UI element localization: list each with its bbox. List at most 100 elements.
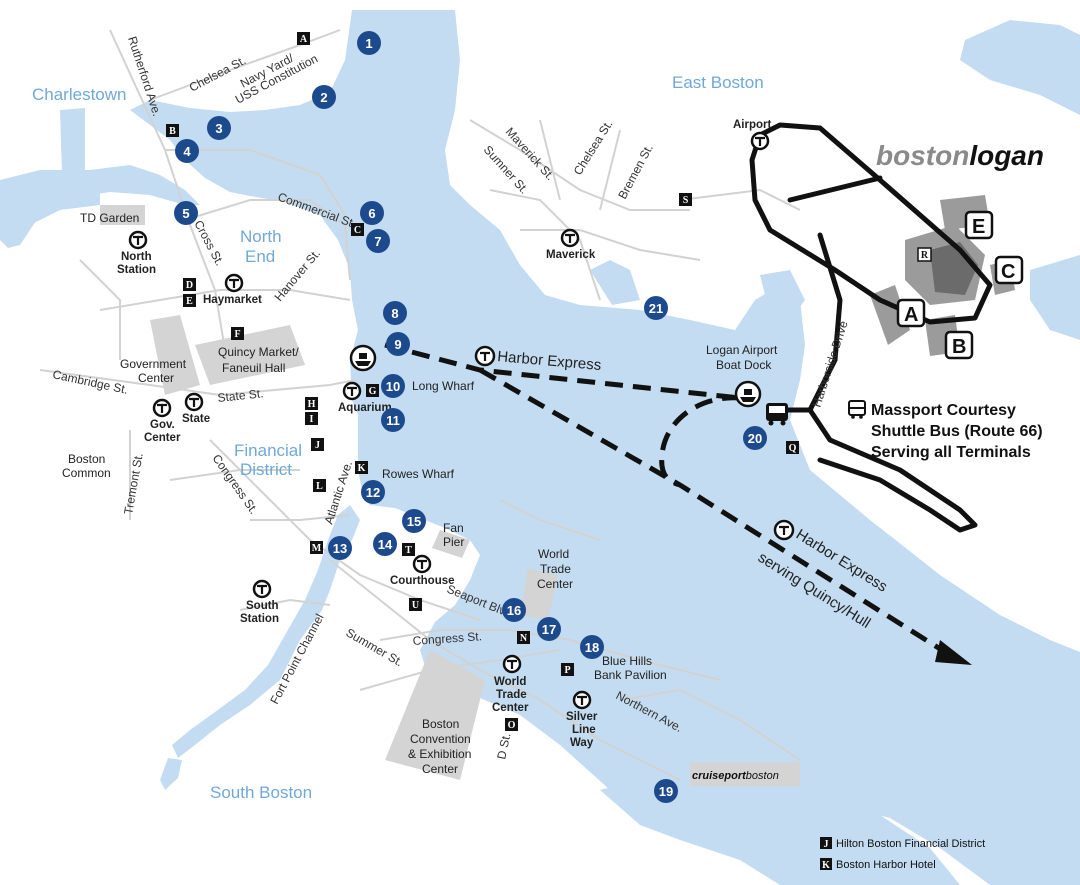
pin-7[interactable]: 7 <box>366 229 390 253</box>
hotel-n[interactable]: N <box>517 631 530 644</box>
hotel-e[interactable]: E <box>183 294 196 307</box>
svg-text:12: 12 <box>366 485 380 500</box>
street-d-st: D St. <box>494 732 513 761</box>
hotel-u[interactable]: U <box>409 598 422 611</box>
svg-text:4: 4 <box>183 144 191 159</box>
harbor-express-route <box>384 342 947 655</box>
t-icon-maverick <box>560 228 580 248</box>
hotel-m[interactable]: M <box>310 541 323 554</box>
t-icon-harbor-express-2 <box>773 519 795 541</box>
hotel-a[interactable]: A <box>297 32 310 45</box>
terminal-c: C <box>1001 261 1015 283</box>
pin-13[interactable]: 13 <box>328 536 352 560</box>
pin-8[interactable]: 8 <box>383 301 407 325</box>
pin-17[interactable]: 17 <box>537 617 561 641</box>
hotel-s[interactable]: S <box>679 193 692 206</box>
pin-12[interactable]: 12 <box>361 480 385 504</box>
svg-text:K: K <box>822 860 830 871</box>
svg-text:1: 1 <box>365 36 372 51</box>
pin-15[interactable]: 15 <box>402 509 426 533</box>
t-icon-aquarium <box>342 381 362 401</box>
hotel-o[interactable]: O <box>505 718 518 731</box>
hotel-i[interactable]: I <box>305 412 318 425</box>
pin-11[interactable]: 11 <box>381 408 405 432</box>
t-stations: North Station Haymarket Gov. Center Stat… <box>117 119 772 749</box>
place-rowes-wharf: Rowes Wharf <box>382 467 455 481</box>
svg-text:8: 8 <box>391 306 398 321</box>
svg-text:3: 3 <box>215 121 222 136</box>
svg-text:O: O <box>508 720 516 731</box>
t-icon-north-station <box>128 230 148 250</box>
pin-19[interactable]: 19 <box>654 779 678 803</box>
terminal-e: E <box>972 216 985 238</box>
hotel-legend: J Hilton Boston Financial District K Bos… <box>820 837 985 871</box>
street-summer: Summer St. <box>344 625 406 669</box>
svg-text:7: 7 <box>374 234 381 249</box>
svg-text:S: S <box>683 195 689 206</box>
svg-text:14: 14 <box>378 537 393 552</box>
place-blue-hills-1: Blue Hills <box>602 654 652 668</box>
legend-item-k: K Boston Harbor Hotel <box>820 858 936 871</box>
hotel-g[interactable]: G <box>366 384 379 397</box>
hotel-q[interactable]: Q <box>786 441 799 454</box>
pin-14[interactable]: 14 <box>373 532 397 556</box>
pin-2[interactable]: 2 <box>312 85 336 109</box>
route-arrowhead <box>935 640 972 665</box>
hotel-f[interactable]: F <box>231 327 244 340</box>
shuttle-line-2: Shuttle Bus (Route 66) <box>871 423 1043 440</box>
svg-text:2: 2 <box>320 90 327 105</box>
station-north-2: Station <box>117 264 156 276</box>
station-silver-1: Silver <box>566 711 598 723</box>
place-labels: TD Garden Government Center Quincy Marke… <box>62 211 778 776</box>
street-tremont: Tremont St. <box>121 452 146 516</box>
place-blue-hills-2: Bank Pavilion <box>594 668 667 682</box>
place-quincy-2: Faneuil Hall <box>222 361 285 375</box>
pin-1[interactable]: 1 <box>357 31 381 55</box>
hotel-d[interactable]: D <box>183 278 196 291</box>
svg-text:19: 19 <box>659 784 673 799</box>
pin-16[interactable]: 16 <box>502 598 526 622</box>
pin-21[interactable]: 21 <box>644 296 668 320</box>
pin-5[interactable]: 5 <box>174 201 198 225</box>
hotel-b[interactable]: B <box>166 124 179 137</box>
hotel-l[interactable]: L <box>313 479 326 492</box>
station-aquarium: Aquarium <box>338 402 392 414</box>
svg-text:E: E <box>186 296 193 307</box>
svg-text:F: F <box>234 329 240 340</box>
place-boston-common-2: Common <box>62 466 111 480</box>
street-chelsea-w: Chelsea St. <box>187 53 248 94</box>
hotel-c[interactable]: C <box>351 223 364 236</box>
hotel-k[interactable]: K <box>355 461 368 474</box>
pin-10[interactable]: 10 <box>381 374 405 398</box>
svg-text:17: 17 <box>542 622 556 637</box>
pin-4[interactable]: 4 <box>175 139 199 163</box>
pin-20[interactable]: 20 <box>743 426 767 450</box>
bostonlogan-logo: bostonlogan <box>876 140 1044 171</box>
svg-text:M: M <box>312 543 322 554</box>
hotel-t[interactable]: T <box>402 543 415 556</box>
station-wtc-1: World <box>494 676 526 688</box>
street-hanover: Hanover St. <box>272 246 323 304</box>
label-charlestown: Charlestown <box>32 85 127 104</box>
place-td-garden: TD Garden <box>80 211 139 225</box>
station-south-2: Station <box>240 613 279 625</box>
place-quincy-1: Quincy Market/ <box>218 345 299 359</box>
svg-text:D: D <box>186 280 193 291</box>
svg-text:13: 13 <box>333 541 347 556</box>
hotel-r[interactable]: R <box>917 247 932 262</box>
place-bcec-1: Boston <box>422 717 459 731</box>
hotel-h[interactable]: H <box>305 397 318 410</box>
hotel-p[interactable]: P <box>561 663 574 676</box>
pin-6[interactable]: 6 <box>360 201 384 225</box>
svg-text:G: G <box>369 386 377 397</box>
place-gov-center-1: Government <box>120 357 187 371</box>
t-icon-gov-center <box>152 398 172 418</box>
place-fan-pier-1: Fan <box>443 521 464 535</box>
hotel-j[interactable]: J <box>311 438 324 451</box>
pin-3[interactable]: 3 <box>207 116 231 140</box>
station-maverick: Maverick <box>546 249 596 261</box>
pin-18[interactable]: 18 <box>580 635 604 659</box>
t-icon-wtc <box>502 654 522 674</box>
pin-9[interactable]: 9 <box>386 332 410 356</box>
svg-text:Boston Harbor Hotel: Boston Harbor Hotel <box>836 859 936 871</box>
